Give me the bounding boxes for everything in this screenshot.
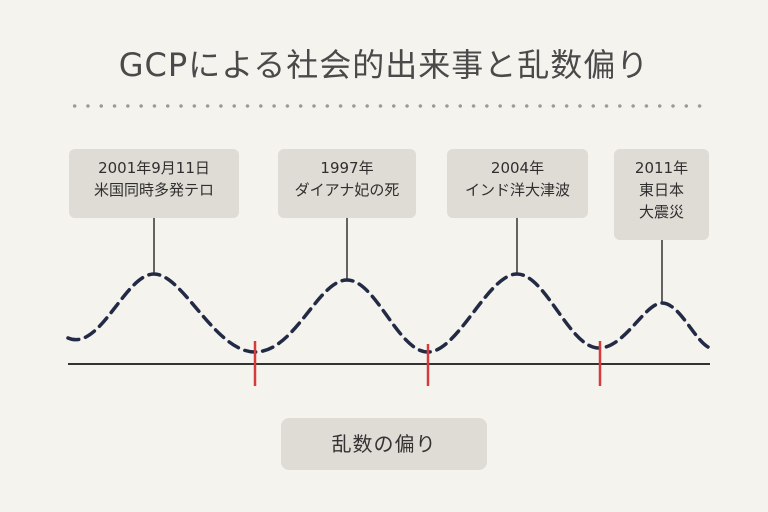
event-date: 2004年 <box>490 159 545 177</box>
event-name: 米国同時多発テロ <box>93 181 214 199</box>
event-name-cont: 大震災 <box>638 203 684 221</box>
event-box-2001: 2001年9月11日 米国同時多発テロ <box>69 149 239 218</box>
diagram-title: GCPによる社会的出来事と乱数偏り <box>118 46 650 84</box>
event-name: ダイアナ妃の死 <box>294 181 400 199</box>
event-date: 2001年9月11日 <box>98 159 210 177</box>
event-box-2011: 2011年 東日本 大震災 <box>614 149 709 240</box>
dotted-divider <box>68 103 708 109</box>
event-date: 2011年 <box>634 159 689 177</box>
event-box-1997: 1997年 ダイアナ妃の死 <box>278 149 416 218</box>
x-axis-label: 乱数の偏り <box>281 418 487 470</box>
event-name: 東日本 <box>638 181 684 199</box>
deviation-curve <box>66 272 712 354</box>
event-date: 1997年 <box>320 159 374 177</box>
event-box-2004: 2004年 インド洋大津波 <box>447 149 588 218</box>
event-name: インド洋大津波 <box>464 181 570 199</box>
